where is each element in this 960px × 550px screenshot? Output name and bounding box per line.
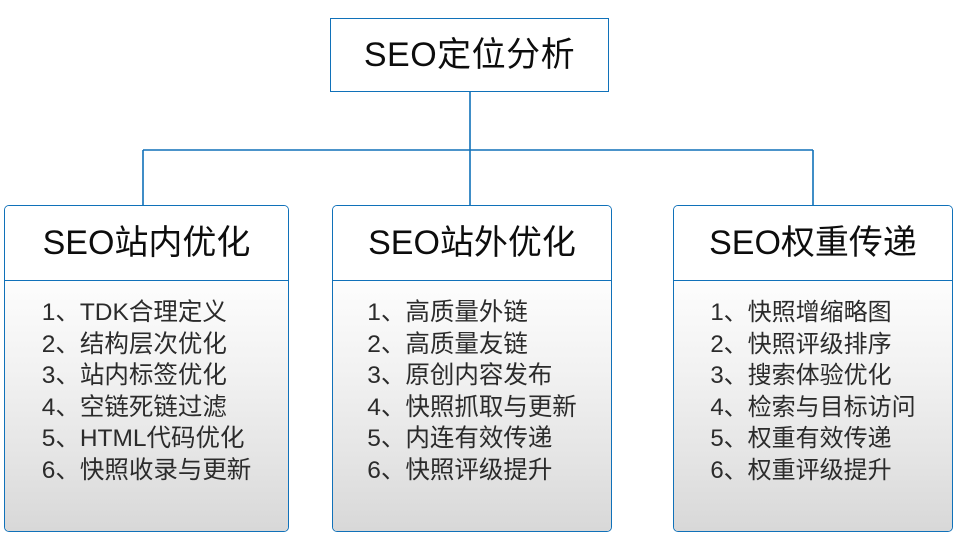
branch-node-onsite-optimization[interactable]: SEO站内优化 1、TDK合理定义 2、结构层次优化 3、站内标签优化 4、空链… [4,205,289,532]
list-item: 2、快照评级排序 [710,330,892,358]
list-item: 3、原创内容发布 [367,362,553,389]
root-node-seo-positioning-analysis[interactable]: SEO定位分析 [330,18,609,92]
list-item: 5、内连有效传递 [367,425,553,452]
list-item: 6、快照评级提升 [367,456,553,484]
list-item: 4、快照抓取与更新 [367,393,577,421]
branch-list-3: 1、快照增缩略图 2、快照评级排序 3、搜索体验优化 4、检索与目标访问 5、权… [710,297,915,486]
branch-body-3: 1、快照增缩略图 2、快照评级排序 3、搜索体验优化 4、检索与目标访问 5、权… [674,281,952,531]
list-item: 5、权重有效传递 [710,425,892,452]
list-item: 1、高质量外链 [367,299,528,326]
branch-title-2: SEO站外优化 [368,224,576,262]
branch-node-offsite-optimization[interactable]: SEO站外优化 1、高质量外链 2、高质量友链 3、原创内容发布 4、快照抓取与… [332,205,612,532]
list-item: 6、快照收录与更新 [41,456,252,484]
list-item: 3、搜索体验优化 [710,362,892,389]
list-item: 2、结构层次优化 [41,330,227,358]
list-item: 5、HTML代码优化 [41,425,245,452]
branch-title-1: SEO站内优化 [42,224,251,262]
list-item: 6、权重评级提升 [710,456,892,484]
root-node-label: SEO定位分析 [363,36,576,74]
branch-header-2: SEO站外优化 [333,206,611,281]
branch-header-1: SEO站内优化 [5,206,288,281]
branch-body-2: 1、高质量外链 2、高质量友链 3、原创内容发布 4、快照抓取与更新 5、内连有… [333,281,611,531]
list-item: 1、TDK合理定义 [41,299,227,326]
branch-title-3: SEO权重传递 [709,224,917,262]
list-item: 4、空链死链过滤 [41,393,227,421]
list-item: 3、站内标签优化 [41,362,227,389]
list-item: 4、检索与目标访问 [710,393,916,421]
branch-list-1: 1、TDK合理定义 2、结构层次优化 3、站内标签优化 4、空链死链过滤 5、H… [42,297,252,486]
list-item: 2、高质量友链 [367,330,528,358]
branch-body-1: 1、TDK合理定义 2、结构层次优化 3、站内标签优化 4、空链死链过滤 5、H… [5,281,288,531]
branch-list-2: 1、高质量外链 2、高质量友链 3、原创内容发布 4、快照抓取与更新 5、内连有… [367,297,577,486]
branch-node-weight-transfer[interactable]: SEO权重传递 1、快照增缩略图 2、快照评级排序 3、搜索体验优化 4、检索与… [673,205,953,532]
branch-header-3: SEO权重传递 [674,206,952,281]
list-item: 1、快照增缩略图 [710,299,892,326]
